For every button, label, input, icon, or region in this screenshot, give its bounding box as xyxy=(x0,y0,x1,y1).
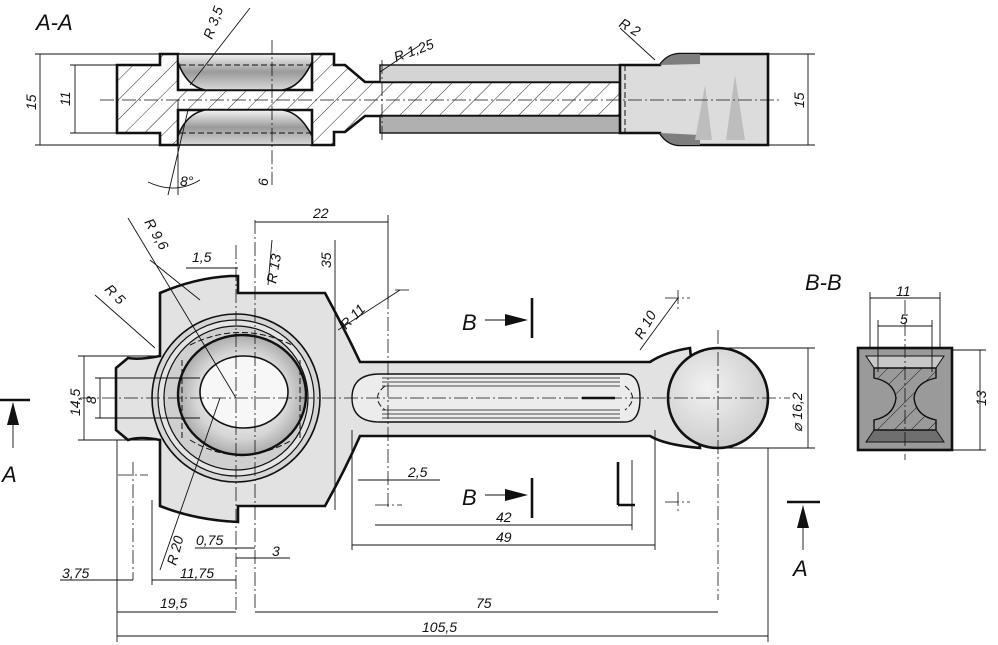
web-groove-lines xyxy=(382,377,620,419)
dim-aa-15-left: 15 xyxy=(23,94,39,110)
cut-b-bottom-arrow xyxy=(505,489,528,501)
section-aa-boss-shade-bottom xyxy=(660,133,700,145)
section-aa-boss-highlight xyxy=(695,75,745,140)
dim-49: 49 xyxy=(496,529,512,545)
dim-aa-8deg: 8° xyxy=(180,173,194,189)
section-aa-upper-recess xyxy=(177,53,313,91)
dim-aa-11: 11 xyxy=(57,91,73,106)
dim-1-5: 1,5 xyxy=(192,249,212,265)
dim-11-75: 11,75 xyxy=(180,565,214,581)
dim-105-5: 105,5 xyxy=(422,619,457,635)
section-aa-upper-groove xyxy=(379,64,621,83)
dim-3: 3 xyxy=(272,543,280,559)
dim-3-75: 3,75 xyxy=(62,565,89,581)
dim-aa-15-right: 15 xyxy=(791,92,807,108)
dim-r96: R 9,6 xyxy=(141,216,172,253)
section-bb-view xyxy=(856,292,986,460)
dim-aa-r125: R 1,25 xyxy=(392,36,436,65)
cut-b-top-arrow xyxy=(505,314,528,326)
dim-19-5: 19,5 xyxy=(160,595,187,611)
section-aa-lower-groove xyxy=(379,115,621,134)
dim-bb-13: 13 xyxy=(973,390,989,406)
section-aa-view xyxy=(35,7,815,196)
dim-bb-11: 11 xyxy=(896,283,911,299)
dim-22: 22 xyxy=(312,205,329,221)
dim-aa-r2: R 2 xyxy=(617,15,644,40)
dim-14-5: 14,5 xyxy=(67,389,83,416)
cut-b-bottom-label: B xyxy=(462,485,477,510)
dim-r20: R 20 xyxy=(163,534,186,567)
dim-35: 35 xyxy=(318,252,334,268)
cut-a-left-arrow xyxy=(7,402,19,425)
section-bb-title: B-B xyxy=(805,270,842,295)
cut-a-right-arrow xyxy=(797,505,809,528)
section-aa-title: A-A xyxy=(34,10,73,35)
dim-8: 8 xyxy=(83,396,99,404)
section-aa-lower-recess xyxy=(177,109,313,146)
dim-75: 75 xyxy=(476,595,492,611)
dim-r5: R 5 xyxy=(102,281,129,308)
dim-2-5: 2,5 xyxy=(407,464,428,480)
dim-42: 42 xyxy=(496,509,512,525)
dim-r10: R 10 xyxy=(631,308,660,342)
main-view xyxy=(0,215,820,642)
cut-a-left-label: A xyxy=(0,462,17,487)
section-aa-boss-shade-top xyxy=(660,54,700,65)
dim-aa-6: 6 xyxy=(255,178,271,186)
cut-a-right-label: A xyxy=(791,556,808,581)
dim-r13: R 13 xyxy=(263,252,284,284)
dim-dia-16-2: ⌀ 16,2 xyxy=(789,392,805,432)
dim-0-75: 0,75 xyxy=(196,532,223,548)
section-aa-boss xyxy=(618,52,770,147)
dim-aa-r35: R 3,5 xyxy=(200,4,227,41)
dim-bb-5: 5 xyxy=(900,311,908,327)
cut-b-top-label: B xyxy=(462,310,477,335)
